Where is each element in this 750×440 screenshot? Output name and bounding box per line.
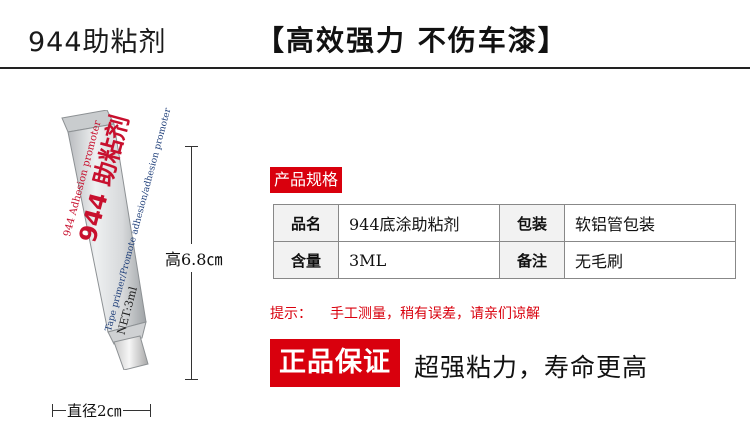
width-label: 直径2㎝ (66, 400, 123, 421)
spec-table: 品名 944底涂助粘剂 包装 软铝管包装 含量 3ML 备注 无毛刷 (273, 204, 736, 279)
spec-key: 含量 (273, 241, 339, 279)
height-label: 高6.8㎝ (165, 244, 223, 272)
spec-key: 包装 (499, 204, 565, 242)
table-row: 品名 944底涂助粘剂 包装 软铝管包装 (273, 204, 736, 242)
width-dimension-cap-right (150, 404, 151, 417)
measurement-note: 提示： 手工测量，稍有误差，请亲们谅解 (270, 303, 540, 323)
spec-section-tag: 产品规格 (270, 167, 343, 193)
header-slogan: 【高效强力 不伤车漆】 (256, 24, 568, 57)
note-label: 提示： (270, 306, 312, 322)
product-tube-image (52, 110, 172, 370)
spec-value: 944底涂助粘剂 (338, 204, 500, 242)
height-dimension-cap-top (185, 146, 198, 147)
height-dimension-cap-bottom (185, 379, 198, 380)
page-title: 944助粘剂 (28, 27, 167, 58)
header-bar: 944助粘剂 【高效强力 不伤车漆】 (0, 0, 750, 69)
genuine-guarantee-badge: 正品保证 (270, 339, 400, 387)
table-row: 含量 3ML 备注 无毛刷 (273, 241, 736, 279)
spec-key: 品名 (273, 204, 339, 242)
header-divider (0, 67, 750, 69)
spec-value: 3ML (338, 241, 500, 279)
guarantee-slogan: 超强粘力，寿命更高 (414, 353, 649, 382)
spec-value: 无毛刷 (564, 241, 736, 279)
tube-illustration (61, 110, 149, 370)
spec-key: 备注 (499, 241, 565, 279)
width-dimension-cap-left (52, 404, 53, 417)
note-text: 手工测量，稍有误差，请亲们谅解 (330, 306, 540, 322)
spec-value: 软铝管包装 (564, 204, 736, 242)
